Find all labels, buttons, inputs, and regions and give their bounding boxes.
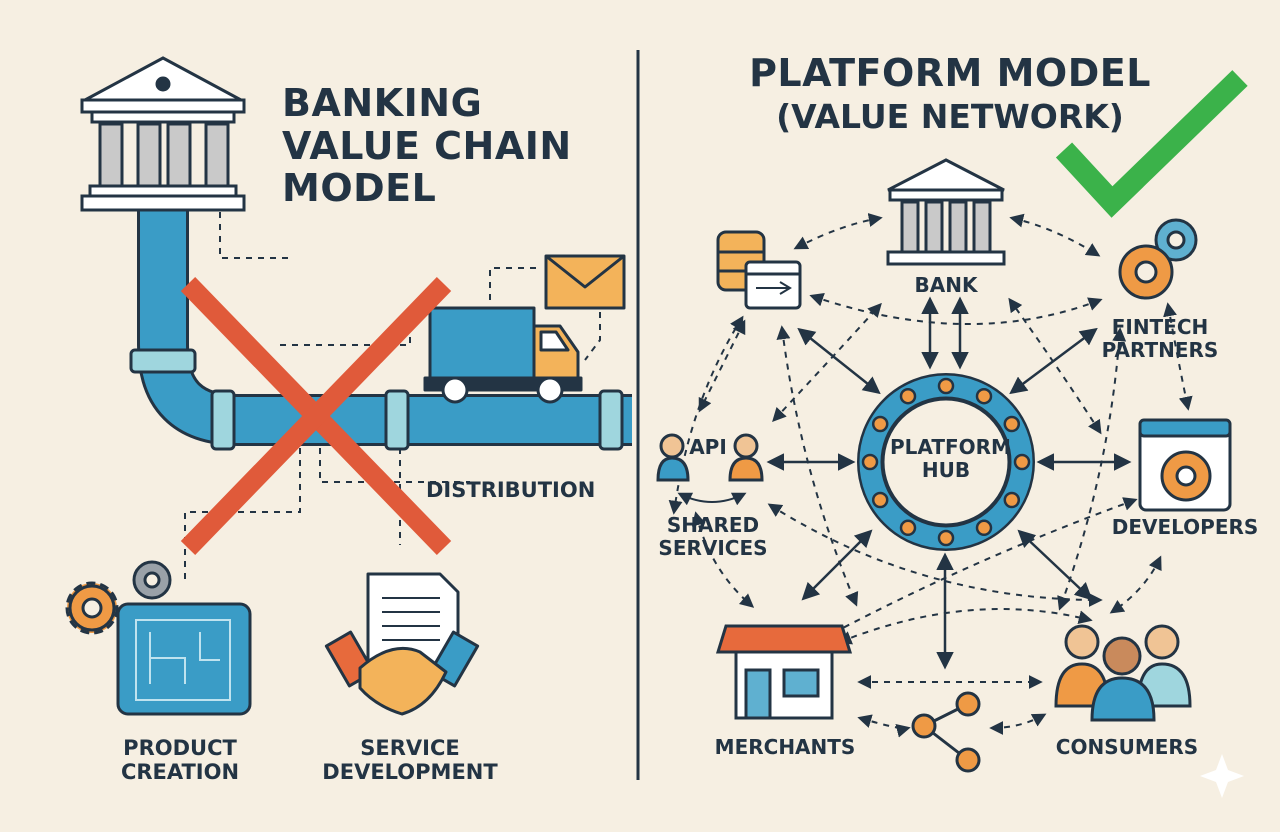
browser-window-icon bbox=[744, 260, 802, 310]
shared-services-label: SHARED SERVICES bbox=[648, 514, 778, 560]
hub-node-dot bbox=[975, 387, 993, 405]
hub-node-dot bbox=[899, 387, 917, 405]
platform-hub-line: PLATFORM bbox=[890, 435, 1011, 459]
bank-icon bbox=[80, 56, 246, 212]
storefront-icon bbox=[715, 624, 853, 720]
fintech-line: FINTECH bbox=[1111, 315, 1209, 339]
blueprint-icon bbox=[116, 602, 252, 716]
product-creation-line: PRODUCT bbox=[123, 736, 237, 760]
developer-window-icon bbox=[1138, 418, 1232, 512]
rejected-cross-icon bbox=[180, 277, 452, 555]
shared-services-line: SERVICES bbox=[658, 536, 768, 560]
fintech-partners-label: FINTECH PARTNERS bbox=[1090, 316, 1230, 362]
gear-icon bbox=[1118, 218, 1198, 300]
service-development-line: DEVELOPMENT bbox=[322, 760, 498, 785]
consumers-group-icon bbox=[1054, 624, 1192, 722]
hub-node-dot bbox=[975, 519, 993, 537]
merchants-label: MERCHANTS bbox=[714, 735, 856, 759]
fintech-line: PARTNERS bbox=[1101, 338, 1219, 362]
left-title-line: BANKING bbox=[282, 81, 483, 125]
product-creation-label: PRODUCT CREATION bbox=[90, 736, 270, 784]
hub-node-dots bbox=[861, 377, 1031, 547]
hub-node-dot bbox=[1003, 491, 1021, 509]
bank-label: BANK bbox=[914, 273, 978, 297]
hub-node-dot bbox=[871, 491, 889, 509]
developers-label: DEVELOPERS bbox=[1111, 515, 1259, 539]
shared-services-line: SHARED bbox=[666, 513, 760, 537]
right-panel-subtitle: (VALUE NETWORK) bbox=[776, 97, 1124, 136]
envelope-icon bbox=[544, 254, 626, 310]
hub-node-dot bbox=[937, 529, 955, 547]
service-development-label: SERVICE DEVELOPMENT bbox=[320, 736, 500, 784]
service-development-line: SERVICE bbox=[360, 736, 460, 760]
right-panel-title: PLATFORM MODEL bbox=[749, 51, 1151, 95]
api-label: API bbox=[689, 435, 727, 459]
approved-check-icon bbox=[1055, 70, 1248, 218]
handshake-icon bbox=[324, 630, 480, 716]
hub-solid-arrows bbox=[766, 296, 1132, 670]
hub-node-dot bbox=[861, 453, 879, 471]
share-nodes-icon bbox=[911, 691, 981, 773]
api-people-icon bbox=[656, 433, 764, 506]
gear-icon bbox=[65, 560, 172, 635]
left-title-line: MODEL bbox=[282, 166, 437, 211]
product-creation-line: CREATION bbox=[120, 760, 240, 785]
left-panel-title: BANKING VALUE CHAIN MODEL bbox=[282, 82, 572, 210]
hub-node-dot bbox=[937, 377, 955, 395]
hub-node-dot bbox=[1003, 415, 1021, 433]
distribution-label: DISTRIBUTION bbox=[426, 478, 596, 502]
sparkle-icon bbox=[1200, 754, 1244, 798]
platform-hub-label: PLATFORM HUB bbox=[890, 435, 1011, 482]
hub-node-dot bbox=[871, 415, 889, 433]
consumers-label: CONSUMERS bbox=[1055, 735, 1199, 759]
value-chain-pipe bbox=[129, 210, 632, 451]
platform-hub-line: HUB bbox=[921, 458, 971, 482]
delivery-truck-icon bbox=[423, 306, 583, 404]
hub-node-dot bbox=[899, 519, 917, 537]
left-title-line: VALUE CHAIN bbox=[282, 123, 572, 168]
bank-icon bbox=[886, 158, 1006, 266]
hub-node-dot bbox=[1013, 453, 1031, 471]
